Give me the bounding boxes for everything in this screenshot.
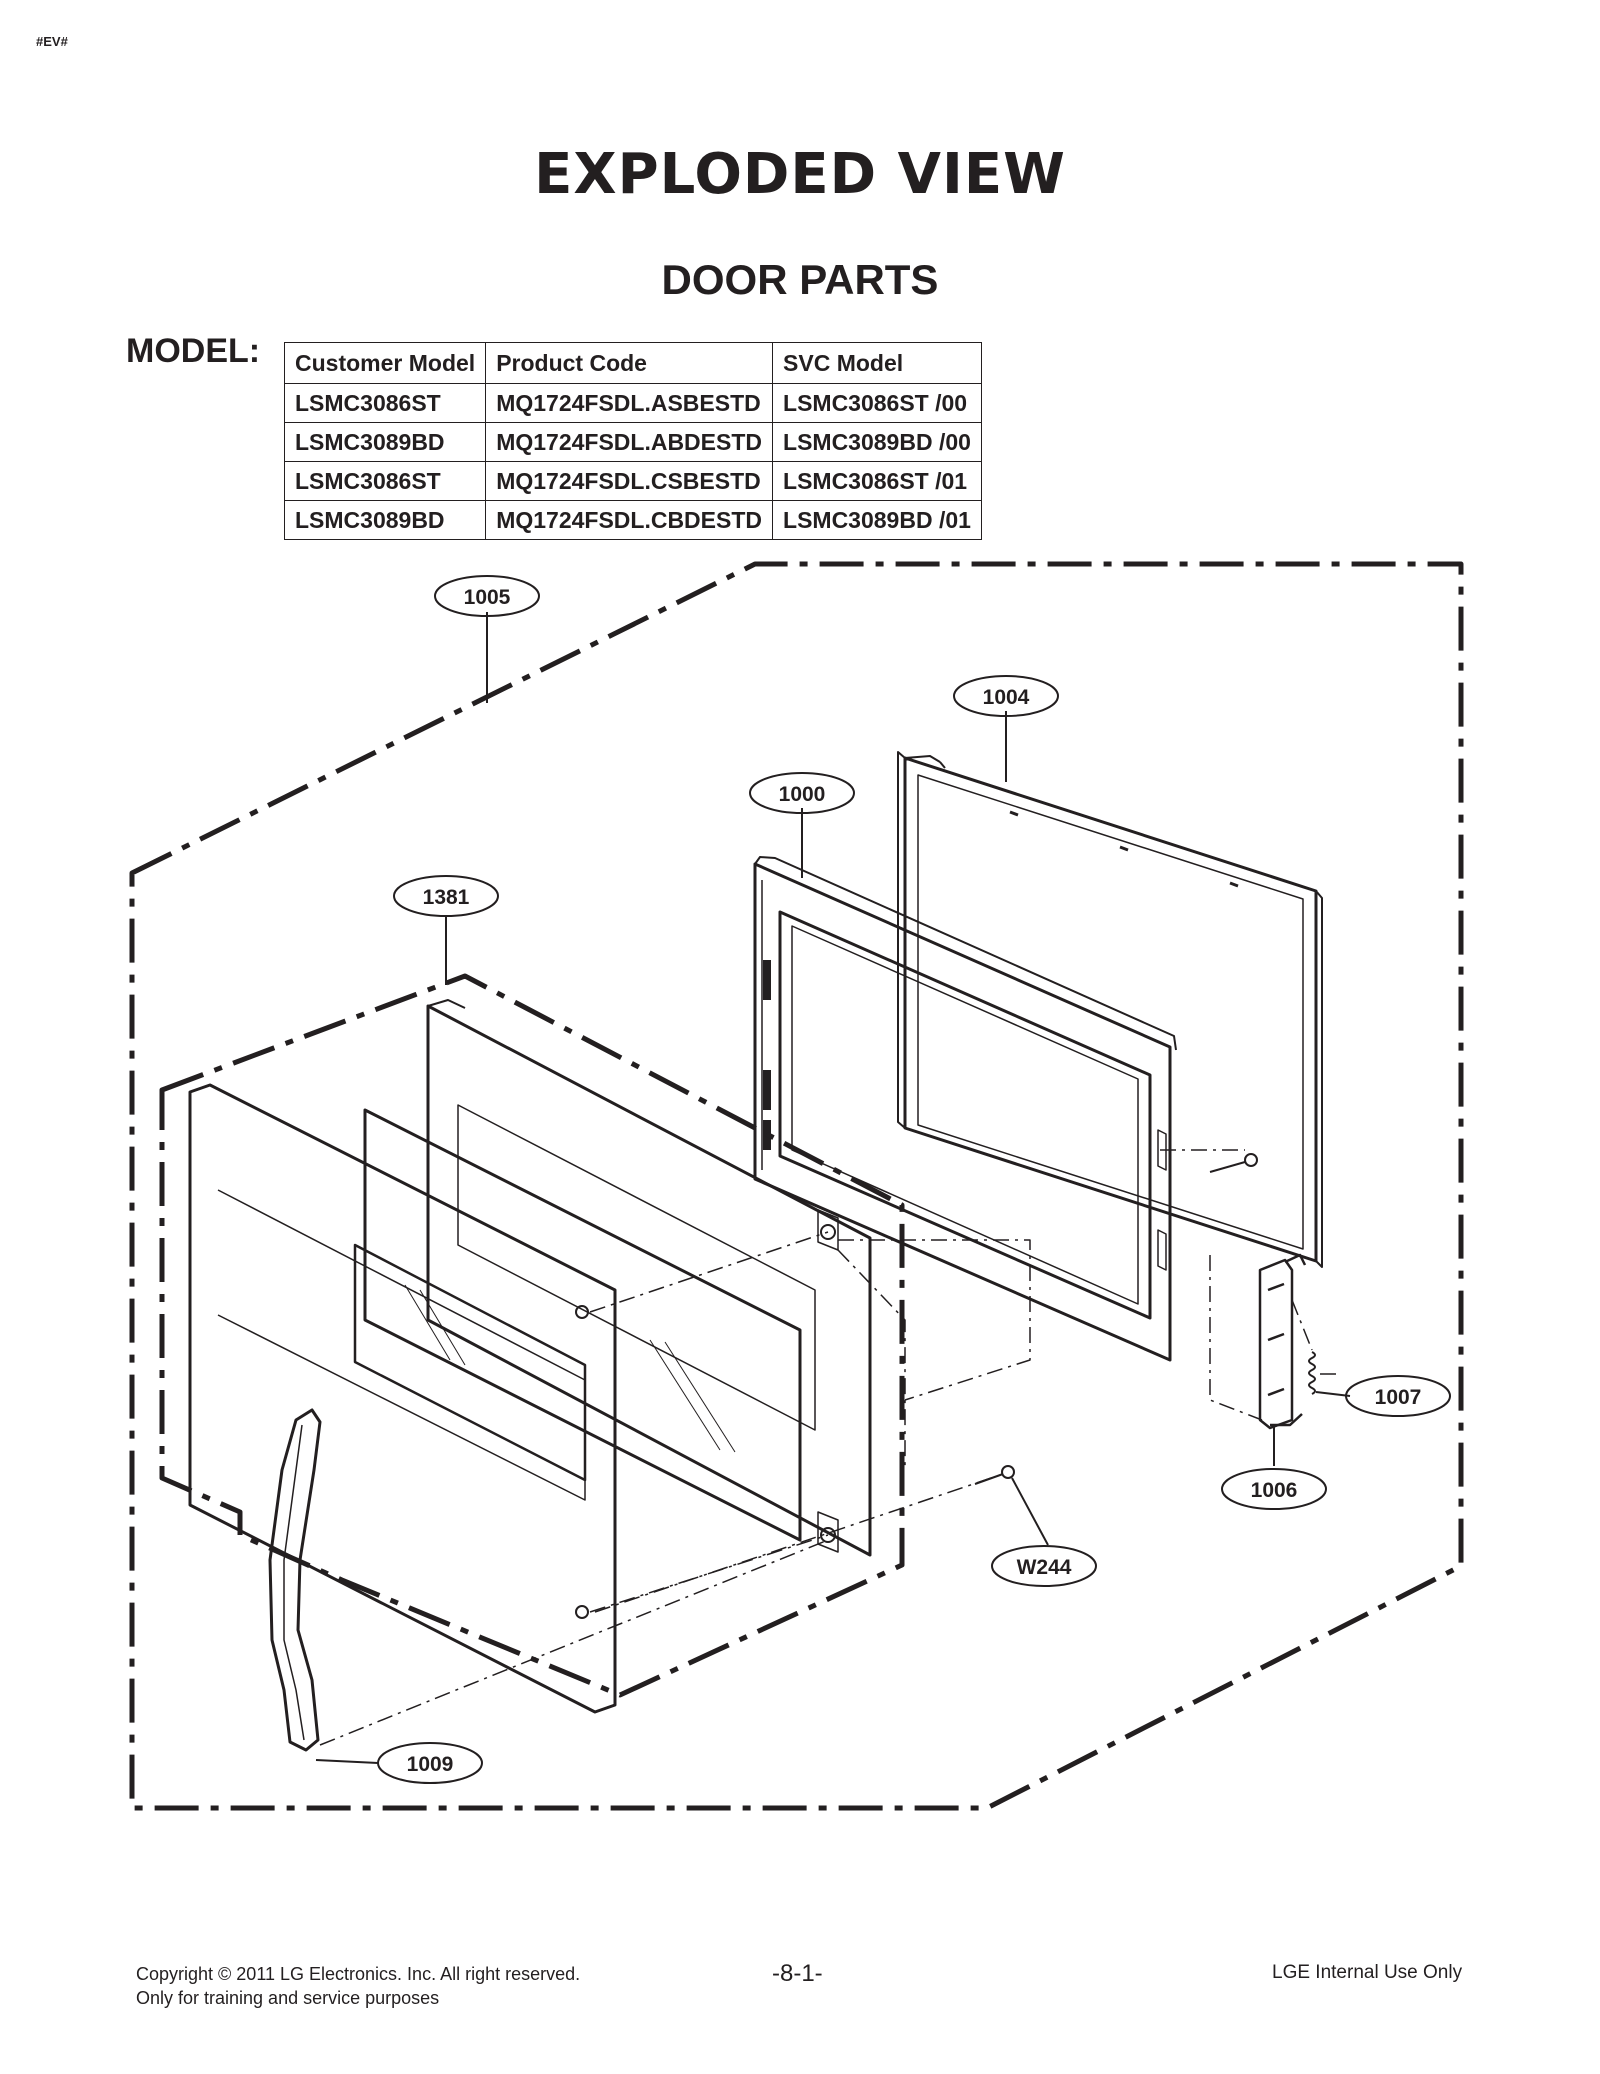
customer-model-cell: LSMC3089BD bbox=[283, 500, 487, 540]
callout-1005: 1005 bbox=[464, 586, 511, 609]
callout-1381: 1381 bbox=[423, 886, 470, 909]
callout-1007: 1007 bbox=[1375, 1386, 1422, 1409]
table-row: LSMC3086ST MQ1724FSDL.CSBESTD LSMC3086ST… bbox=[283, 461, 982, 501]
internal-use-note: LGE Internal Use Only bbox=[1272, 1962, 1463, 1983]
customer-model-cell: LSMC3086ST bbox=[283, 461, 487, 501]
section-subtitle: DOOR PARTS bbox=[661, 256, 939, 303]
product-code-cell: MQ1724FSDL.CSBESTD bbox=[485, 461, 774, 501]
product-code-cell: MQ1724FSDL.ABDESTD bbox=[485, 422, 774, 462]
part-1000-door-chassis bbox=[753, 856, 1177, 1362]
part-1007-spring bbox=[1308, 1351, 1336, 1395]
callout-1006: 1006 bbox=[1251, 1479, 1298, 1502]
svc-model-cell: LSMC3086ST /00 bbox=[772, 383, 982, 423]
product-code-cell: MQ1724FSDL.CBDESTD bbox=[485, 500, 774, 540]
document-tag: #EV# bbox=[36, 34, 68, 49]
screw-part bbox=[1209, 1153, 1258, 1173]
table-row: LSMC3089BD MQ1724FSDL.CBDESTD LSMC3089BD… bbox=[283, 500, 982, 540]
svc-model-cell: LSMC3089BD /01 bbox=[772, 500, 982, 540]
leader-lines bbox=[315, 612, 1351, 1764]
assembly-1381-boundary bbox=[159, 973, 905, 1698]
svc-model-cell: LSMC3086ST /01 bbox=[772, 461, 982, 501]
assembly-1005-boundary bbox=[129, 561, 1464, 1811]
copyright-text: Copyright © 2011 LG Electronics. Inc. Al… bbox=[136, 1964, 581, 1984]
footer-copyright: Copyright © 2011 LG Electronics. Inc. Al… bbox=[136, 1962, 580, 2010]
part-1004-door-frame bbox=[897, 751, 1323, 1268]
alignment-lines bbox=[319, 1149, 1313, 1746]
callout-1004: 1004 bbox=[983, 686, 1030, 709]
column-header-product-code: Product Code bbox=[485, 342, 774, 384]
part-1009-handle bbox=[268, 1408, 322, 1752]
model-table: Customer Model Product Code SVC Model LS… bbox=[283, 342, 982, 540]
callout-w244: W244 bbox=[1017, 1556, 1072, 1579]
column-header-customer-model: Customer Model bbox=[283, 342, 487, 384]
page-number: -8-1- bbox=[772, 1960, 823, 1987]
callout-1000: 1000 bbox=[779, 783, 826, 806]
model-label: MODEL: bbox=[126, 332, 261, 370]
callout-1009: 1009 bbox=[407, 1753, 454, 1776]
purpose-text: Only for training and service purposes bbox=[136, 1988, 440, 2008]
callout-bubbles bbox=[377, 575, 1451, 1784]
part-glass-panel bbox=[363, 1108, 802, 1542]
customer-model-cell: LSMC3089BD bbox=[283, 422, 487, 462]
page-title: EXPLODED VIEW bbox=[534, 142, 1066, 207]
model-table-header: Customer Model Product Code SVC Model bbox=[283, 342, 982, 384]
part-choke-panel bbox=[426, 999, 872, 1557]
part-1006-latch bbox=[1258, 1253, 1307, 1430]
part-front-panel bbox=[188, 1083, 617, 1714]
